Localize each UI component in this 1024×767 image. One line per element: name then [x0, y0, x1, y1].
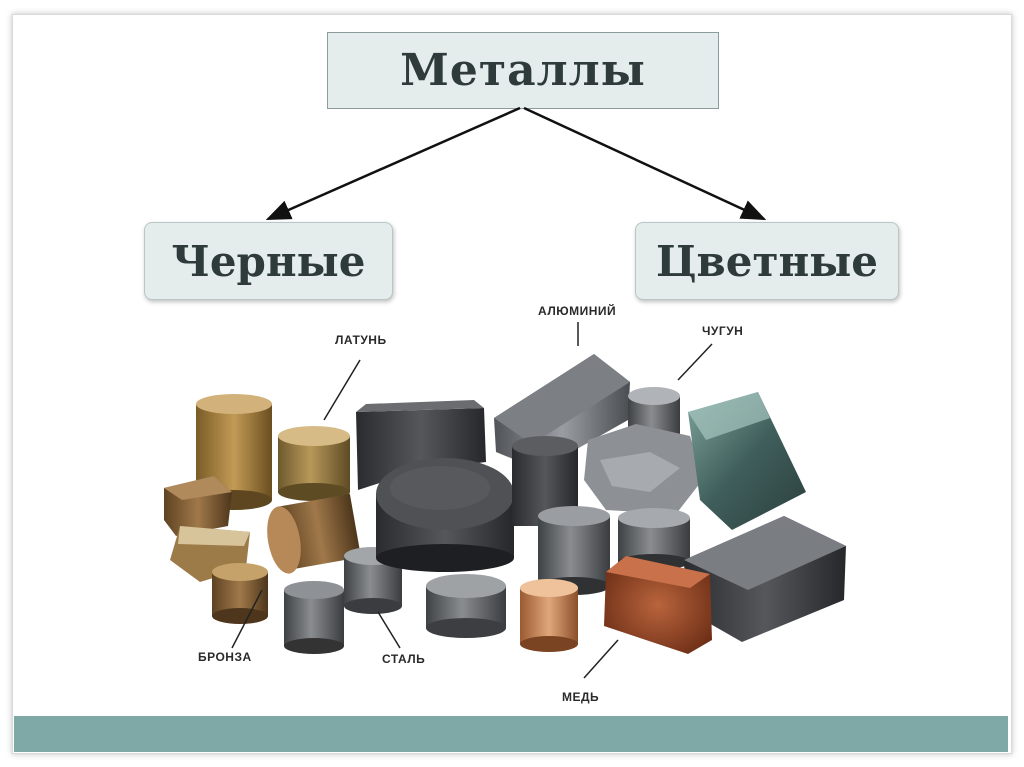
crystalline-block: [688, 392, 806, 530]
footer-bar: [14, 716, 1008, 752]
label-med: МЕДЬ: [562, 690, 600, 704]
label-chugun: ЧУГУН: [702, 324, 744, 338]
steel-disk: [426, 574, 506, 638]
label-aluminium: АЛЮМИНИЙ: [538, 304, 617, 318]
steel-slab: [684, 516, 846, 642]
pointer-stal: [377, 611, 401, 649]
label-bronza: БРОНЗА: [198, 650, 252, 664]
pointer-bronza: [231, 589, 263, 649]
slide-frame: [12, 14, 1012, 754]
label-stal: СТАЛЬ: [382, 652, 426, 666]
diagram-title: Металлы: [327, 32, 719, 109]
bronze-cylinder-polished: [267, 494, 361, 574]
brass-cylinder: [278, 426, 350, 501]
bronze-chunk: [164, 476, 232, 536]
pointer-chugun: [677, 343, 713, 381]
copper-block: [604, 556, 712, 654]
arrow-to-nonferrous: [523, 106, 767, 221]
copper-cylinder: [520, 579, 578, 652]
porous-disk: [376, 458, 514, 572]
category-nonferrous: Цветные: [635, 222, 899, 300]
pointer-latun: [323, 359, 361, 421]
zinc-block: [584, 424, 704, 514]
label-latun: ЛАТУНЬ: [335, 333, 387, 347]
iron-bar: [356, 400, 486, 490]
bronze-cylinder-small: [212, 563, 268, 624]
arrow-to-ferrous: [265, 106, 521, 221]
category-ferrous: Черные: [144, 222, 393, 300]
dark-steel-cylinder: [284, 581, 344, 654]
pointer-med: [583, 639, 619, 679]
